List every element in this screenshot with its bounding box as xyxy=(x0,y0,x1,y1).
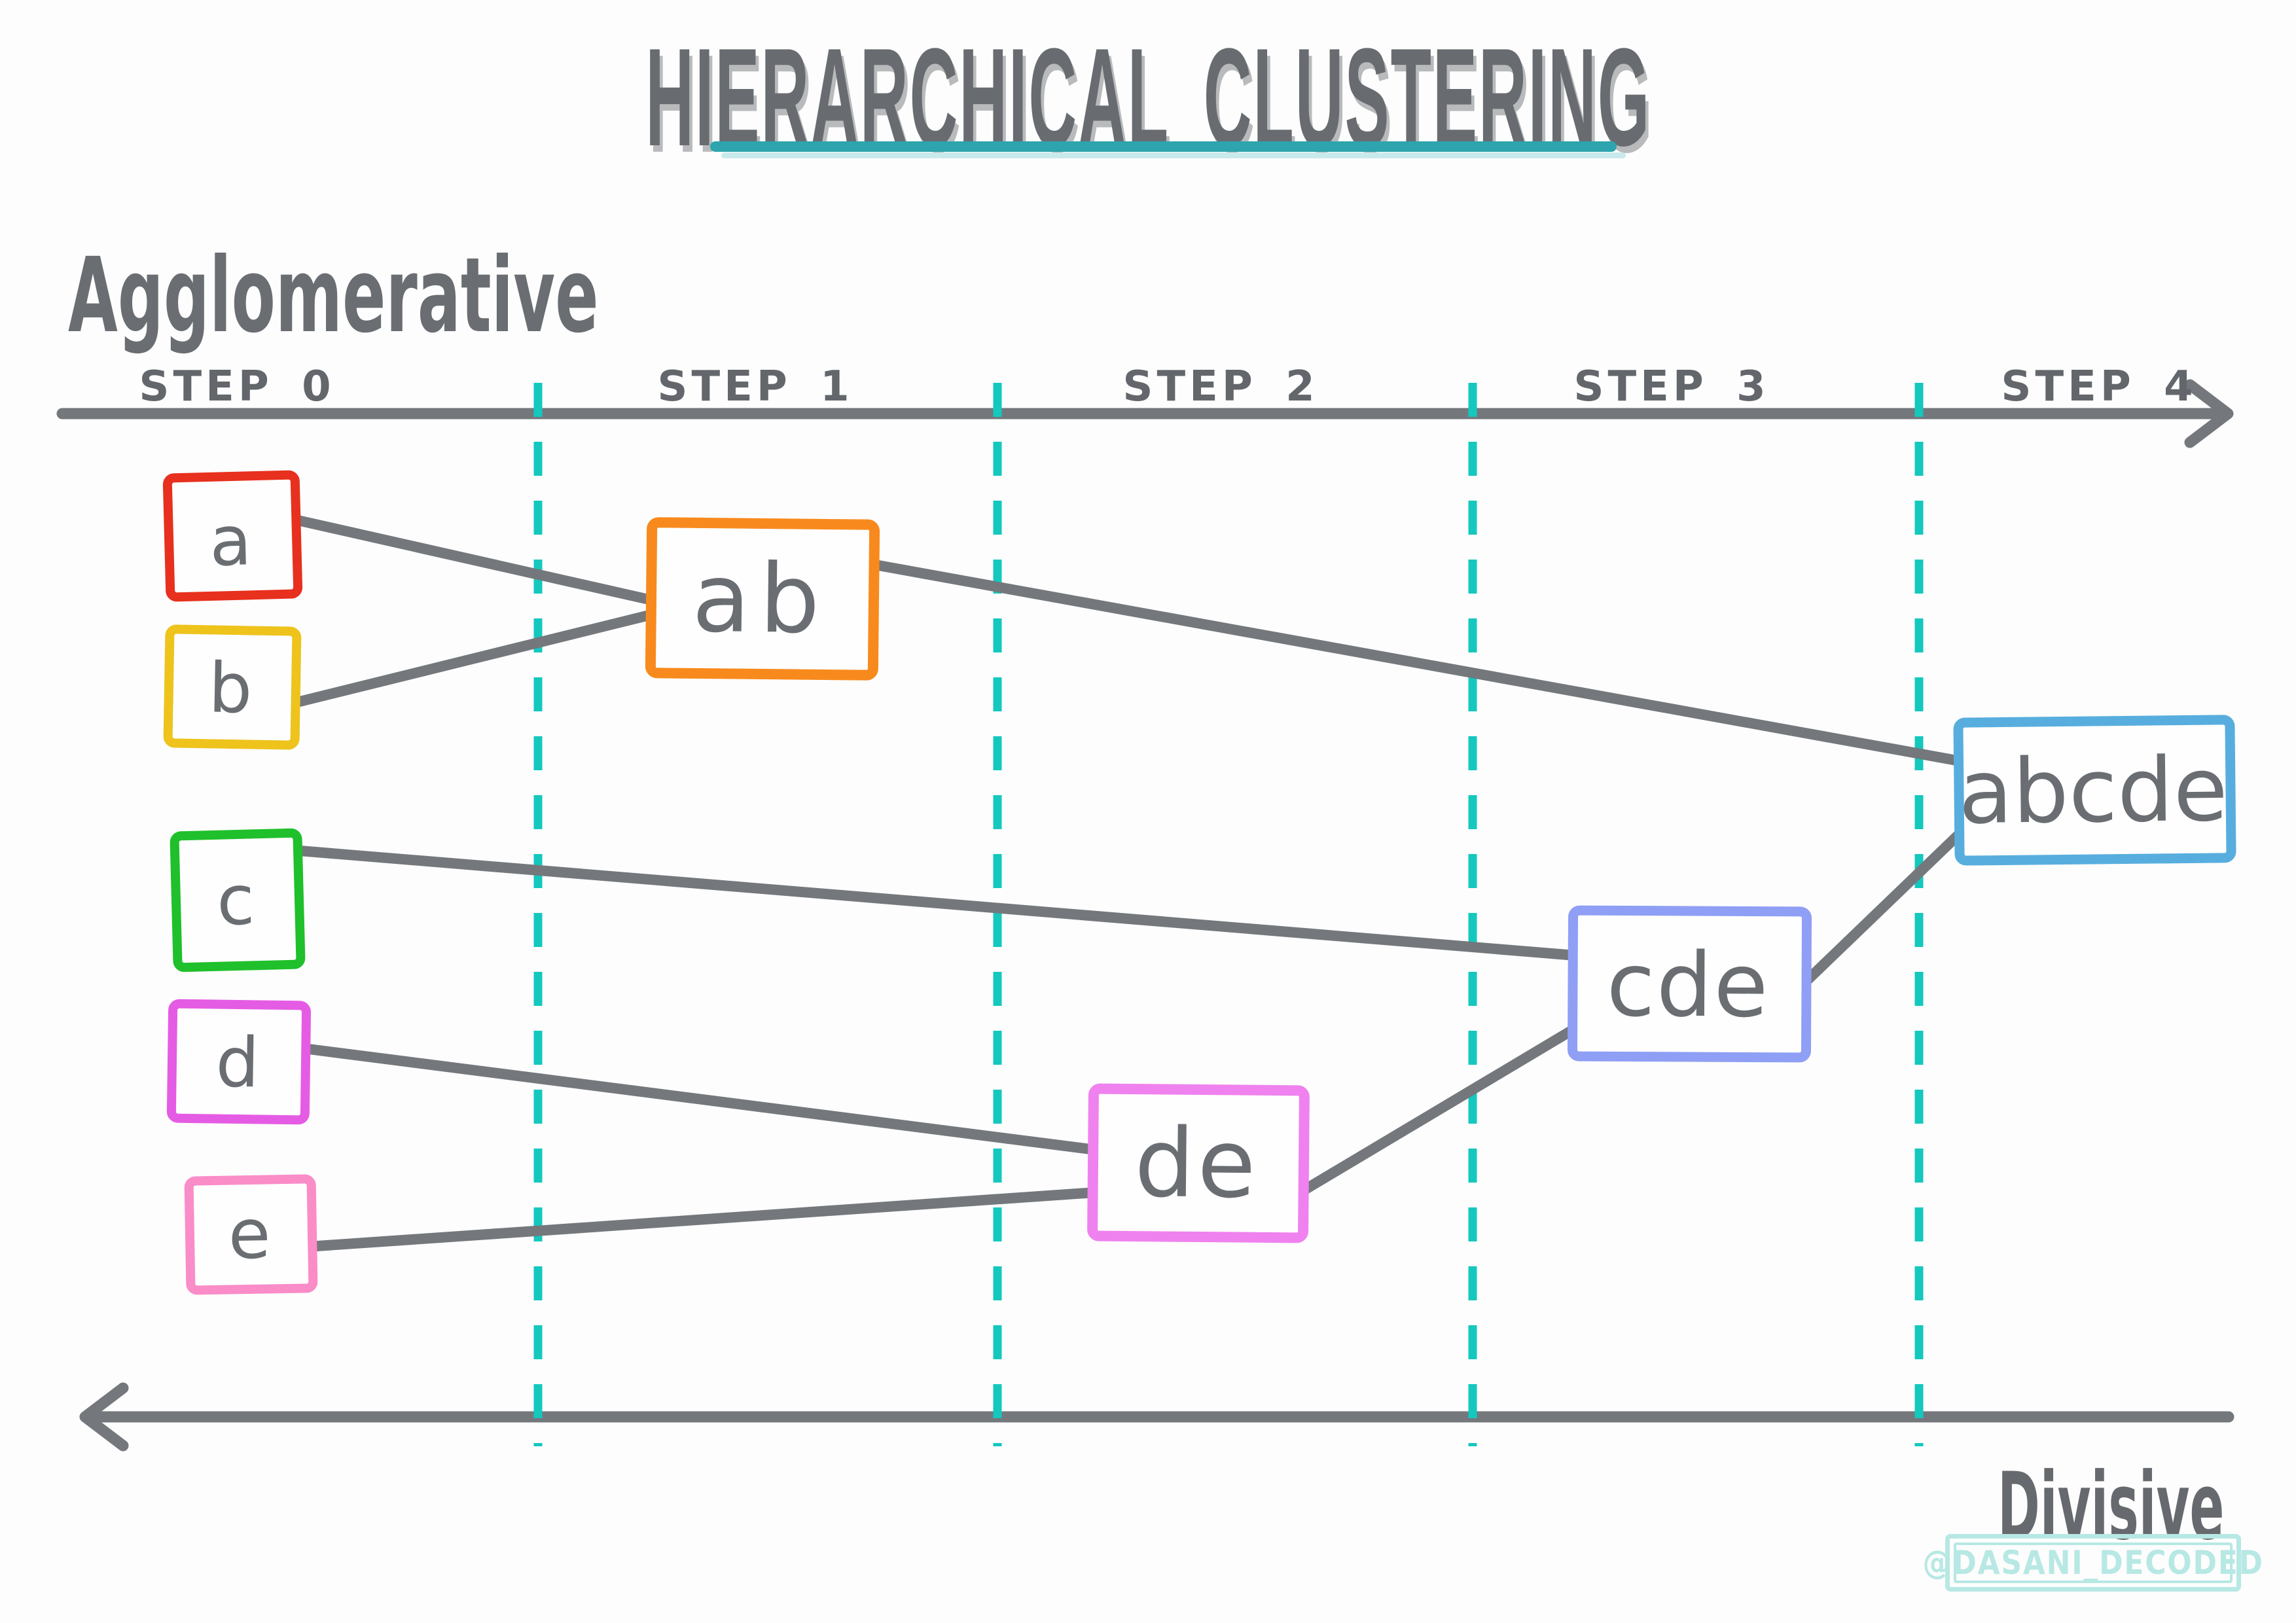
cluster-label-e: e xyxy=(228,1194,272,1274)
cluster-box-d: d xyxy=(166,999,312,1125)
cluster-rect-a xyxy=(162,470,303,602)
agglomerative-axis xyxy=(56,379,2234,448)
cluster-label-d: d xyxy=(215,1023,260,1103)
cluster-rect-c xyxy=(170,828,306,972)
cluster-box-abcde: abcde xyxy=(1953,715,2236,866)
cluster-label-de: de xyxy=(1134,1108,1259,1220)
cluster-label-a: a xyxy=(208,501,253,582)
agglomerative-label: Agglomerative xyxy=(68,236,599,356)
cluster-label-ab: ab xyxy=(692,543,830,655)
title-underline-shadow xyxy=(721,152,1626,158)
edge-cde-abcde xyxy=(1801,827,1966,987)
cluster-box-a: a xyxy=(162,470,303,602)
edge-c-cde xyxy=(295,846,1581,961)
edge-d-de xyxy=(298,1043,1101,1155)
step-label-2: STEP 2 xyxy=(1122,363,1318,411)
cluster-label-b: b xyxy=(208,648,253,728)
title-underline xyxy=(710,141,1617,152)
cluster-rect-abcde xyxy=(1953,715,2236,866)
step-label-3: STEP 3 xyxy=(1573,363,1769,411)
watermark-badge: @DASANI_DECODED xyxy=(1922,1534,2263,1592)
edge-ab-abcde xyxy=(870,560,1965,766)
cluster-rect-de xyxy=(1087,1083,1310,1243)
cluster-box-e: e xyxy=(184,1174,318,1295)
cluster-box-cde: cde xyxy=(1567,905,1812,1063)
watermark-text: @DASANI_DECODED xyxy=(1922,1544,2264,1582)
cluster-rect-b xyxy=(163,624,302,750)
cluster-box-de: de xyxy=(1087,1083,1310,1243)
step-label-0: STEP 0 xyxy=(139,363,334,411)
cluster-rect-d xyxy=(166,999,312,1125)
edge-de-cde xyxy=(1297,1022,1582,1196)
edge-e-de xyxy=(302,1187,1101,1252)
edge-b-ab xyxy=(295,609,660,707)
cluster-box-c: c xyxy=(170,828,306,972)
cluster-rect-e xyxy=(184,1174,318,1295)
cluster-label-c: c xyxy=(216,860,256,940)
cluster-label-abcde: abcde xyxy=(1958,738,2229,844)
cluster-box-b: b xyxy=(163,624,302,750)
watermark-inner-border: @DASANI_DECODED xyxy=(1922,1543,2263,1583)
right-arrowhead-icon xyxy=(2184,379,2234,448)
cluster-label-cde: cde xyxy=(1606,933,1770,1037)
cluster-rect-cde xyxy=(1567,905,1812,1063)
edge-a-ab xyxy=(293,515,660,606)
left-arrowhead-icon xyxy=(79,1382,129,1452)
divisive-axis xyxy=(79,1382,2234,1452)
cluster-rect-ab xyxy=(645,517,880,681)
step-label-1: STEP 1 xyxy=(657,363,853,411)
step-label-4: STEP 4 xyxy=(2001,363,2197,411)
cluster-box-ab: ab xyxy=(645,517,880,681)
